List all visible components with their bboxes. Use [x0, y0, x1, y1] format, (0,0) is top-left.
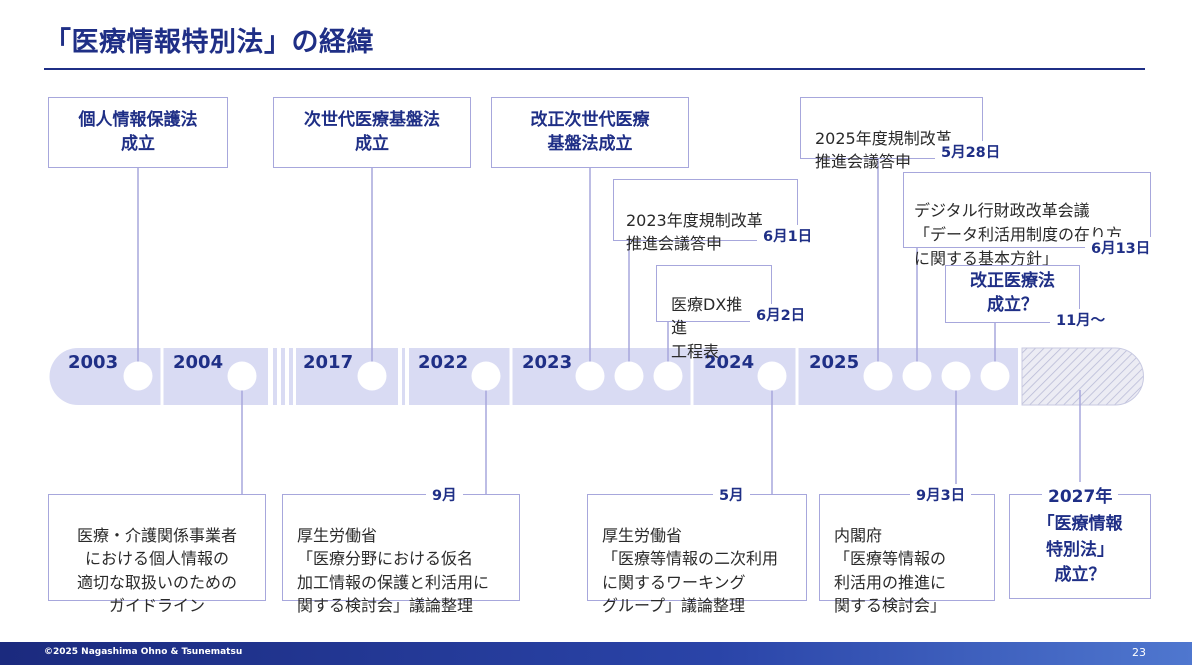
event-box-revised-next-gen-law: 改正次世代医療 基盤法成立 [491, 97, 689, 168]
event-text: 次世代医療基盤法 成立 [304, 109, 440, 154]
event-text: 2023年度規制改革 推進会議答申 [626, 211, 763, 254]
event-box-medical-info-special-act: 「医療情報 特別法」 成立？ [1009, 494, 1151, 599]
year-label-2025: 2025 [809, 352, 860, 373]
event-text: 医療DX推進 工程表 [671, 295, 743, 361]
year-label-2003: 2003 [68, 352, 119, 373]
band-future-segment [1021, 347, 1144, 406]
event-box-cabinet-office-study: 内閣府 「医療等情報の 利活用の推進に 関する検討会」 [819, 494, 995, 615]
event-text: 内閣府 「医療等情報の 利活用の推進に 関する検討会」 [834, 526, 947, 615]
band-segment-2003-2004 [49, 348, 268, 405]
timeline-node [653, 361, 683, 391]
event-date: 5月 [713, 484, 750, 505]
title-underline [44, 68, 1145, 70]
event-date-2027: 2027年 [1042, 482, 1119, 507]
timeline-node [863, 361, 893, 391]
band-break-stripe [281, 348, 285, 405]
event-box-mhlw-secondary-use-wg: 厚生労働省 「医療等情報の二次利用 に関するワーキング グループ」議論整理 [587, 494, 807, 615]
event-date: 9月3日 [910, 484, 972, 505]
year-label-2017: 2017 [303, 352, 354, 373]
timeline-node [357, 361, 387, 391]
page-number: 23 [1132, 646, 1146, 659]
event-box-privacy-law: 個人情報保護法 成立 [48, 97, 228, 168]
footer-bar: ©2025 Nagashima Ohno & Tsunematsu 23 [0, 642, 1192, 665]
band-break-stripe [289, 348, 293, 405]
page-title: 「医療情報特別法」の経緯 [44, 27, 374, 58]
timeline-node [757, 361, 787, 391]
band-break-stripe [402, 348, 405, 405]
event-box-mhlw-pseudonymized-study: 厚生労働省 「医療分野における仮名 加工情報の保護と利活用に 関する検討会」議論… [282, 494, 520, 615]
event-box-next-gen-medical-law: 次世代医療基盤法 成立 [273, 97, 471, 168]
band-break-stripe [273, 348, 277, 405]
timeline-node [614, 361, 644, 391]
timeline-node [980, 361, 1010, 391]
event-text: 改正医療法 成立？ [970, 271, 1055, 315]
event-text: 改正次世代医療 基盤法成立 [530, 109, 650, 154]
event-date: 6月2日 [750, 304, 812, 325]
event-box-privacy-guideline: 医療・介護関係事業者 における個人情報の 適切な取扱いのための ガイドライン [48, 494, 266, 615]
event-date: 6月1日 [757, 225, 819, 246]
event-text: デジタル行財政改革会議 「データ利活用制度の在り方 に関する基本方針」 [914, 201, 1123, 268]
year-label-2004: 2004 [173, 352, 224, 373]
event-text: 2025年度規制改革 推進会議答申 [815, 129, 952, 172]
timeline-node [227, 361, 257, 391]
copyright-text: ©2025 Nagashima Ohno & Tsunematsu [44, 647, 243, 657]
timeline-node [471, 361, 501, 391]
event-text: 厚生労働省 「医療等情報の二次利用 に関するワーキング グループ」議論整理 [602, 526, 779, 615]
year-label-2024: 2024 [704, 352, 755, 373]
event-text: 個人情報保護法 成立 [78, 109, 198, 154]
event-date: 11月～ [1050, 309, 1112, 330]
timeline-node [941, 361, 971, 391]
event-box-2025-reform-report: 2025年度規制改革 推進会議答申 [800, 97, 983, 171]
timeline-node [575, 361, 605, 391]
timeline-graphic [49, 159, 1144, 494]
event-date: 6月13日 [1085, 237, 1157, 258]
event-text: 医療・介護関係事業者 における個人情報の 適切な取扱いのための ガイドライン [76, 526, 237, 615]
event-date: 5月28日 [935, 141, 1007, 162]
year-label-2022: 2022 [418, 352, 469, 373]
timeline-node [902, 361, 932, 391]
timeline-node [123, 361, 153, 391]
event-text: 厚生労働省 「医療分野における仮名 加工情報の保護と利活用に 関する検討会」議論… [297, 526, 490, 615]
event-box-digital-admin-reform: デジタル行財政改革会議 「データ利活用制度の在り方 に関する基本方針」 [903, 172, 1151, 268]
event-text: 「医療情報 特別法」 成立？ [1037, 514, 1123, 586]
event-date: 9月 [426, 484, 463, 505]
year-label-2023: 2023 [522, 352, 573, 373]
